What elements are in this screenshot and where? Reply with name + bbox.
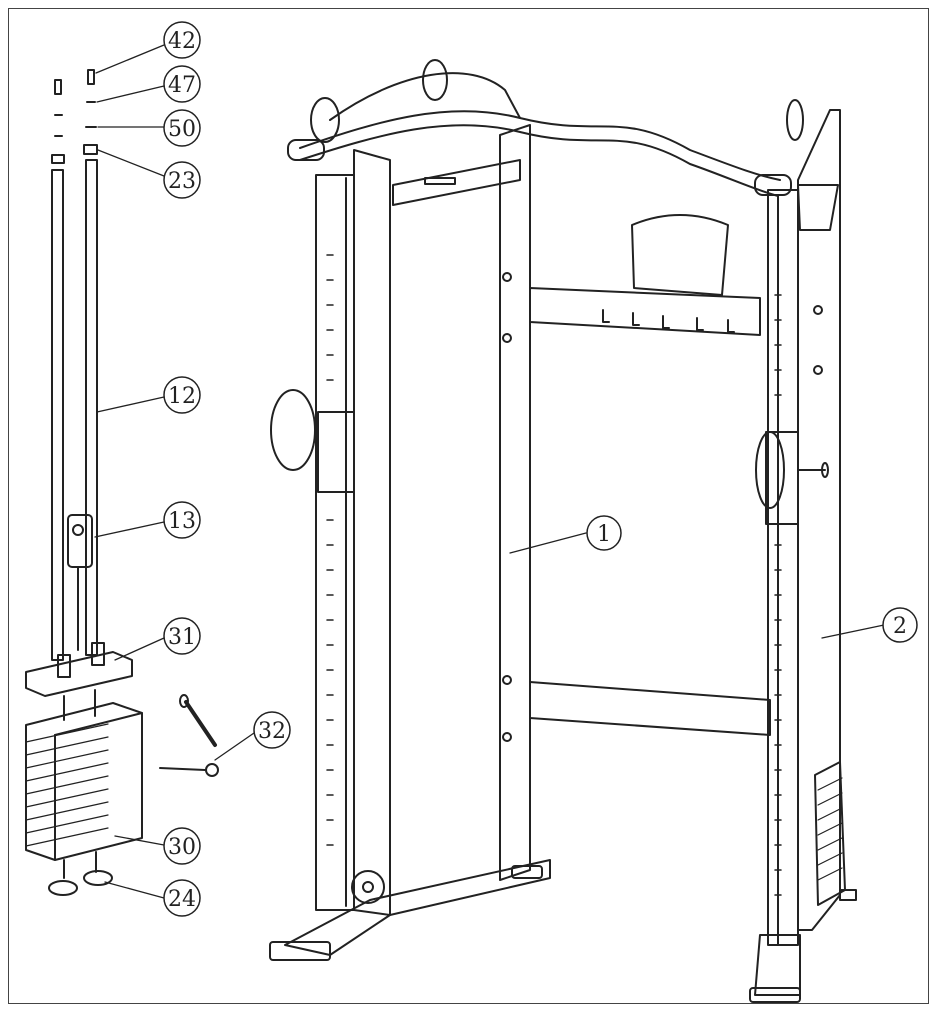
top-pulley-center [422,59,448,101]
left-swivel-pulley [270,389,316,471]
center-post-1 [499,124,531,881]
callout-24: 24 [163,879,201,917]
top-pulley-right [786,99,804,141]
rubber-foot-24 [83,870,113,886]
top-crossbar [392,159,521,206]
weight-plates-30 [25,702,143,861]
callout-label: 32 [258,719,286,744]
pull-up-bar [299,110,781,181]
rear-upper-crossbar [529,287,761,336]
callout-31: 31 [163,617,201,655]
diagram-frame [8,8,929,1004]
guide-rod-left [51,169,64,661]
weight-stack-exploded [25,69,219,896]
callout-42: 42 [163,21,201,59]
callout-32: 32 [253,711,291,749]
bolt-left [54,79,62,95]
callout-13: 13 [163,501,201,539]
left-adjustable-column [315,174,355,911]
column-position-marks [326,254,782,896]
rear-lower-crossbar [529,681,771,736]
bushing-23 [83,144,98,155]
callout-1: 1 [586,515,622,551]
callout-47: 47 [163,65,201,103]
rubber-foot-left [48,880,78,896]
callout-label: 50 [168,117,196,142]
back-pad [631,214,729,296]
callout-label: 1 [597,522,611,547]
top-pulley-left [310,97,340,143]
callout-label: 24 [168,887,196,912]
callout-label: 31 [168,625,196,650]
front-base-right [754,934,801,996]
callout-label: 30 [168,835,196,860]
functional-trainer-frame [269,59,857,1003]
callout-12: 12 [163,376,201,414]
right-swivel-pulley [755,431,785,509]
callout-2: 2 [882,607,918,643]
callout-group: 42 47 50 23 12 13 31 32 [163,21,918,917]
callout-label: 2 [893,614,907,639]
callout-23: 23 [163,161,201,199]
callout-50: 50 [163,109,201,147]
callout-label: 12 [168,384,196,409]
selector-pulley-13 [67,514,93,568]
left-carriage [317,411,355,493]
right-adjustable-column [767,189,799,946]
callout-leaders [94,44,885,899]
callout-label: 47 [168,73,196,98]
callout-30: 30 [163,827,201,865]
bushing-left [51,154,65,164]
callout-label: 23 [168,169,196,194]
top-plate-31 [25,651,133,697]
right-rear-post-2 [797,109,841,931]
left-center-post [353,149,391,916]
right-carriage [765,431,799,525]
bottom-pulley-left [351,870,385,904]
selector-pin-32 [159,694,219,777]
callout-label: 13 [168,509,196,534]
callout-label: 42 [168,29,196,54]
guide-rod-right [85,159,98,656]
front-base-left [284,859,551,956]
bolt-42 [87,69,95,85]
